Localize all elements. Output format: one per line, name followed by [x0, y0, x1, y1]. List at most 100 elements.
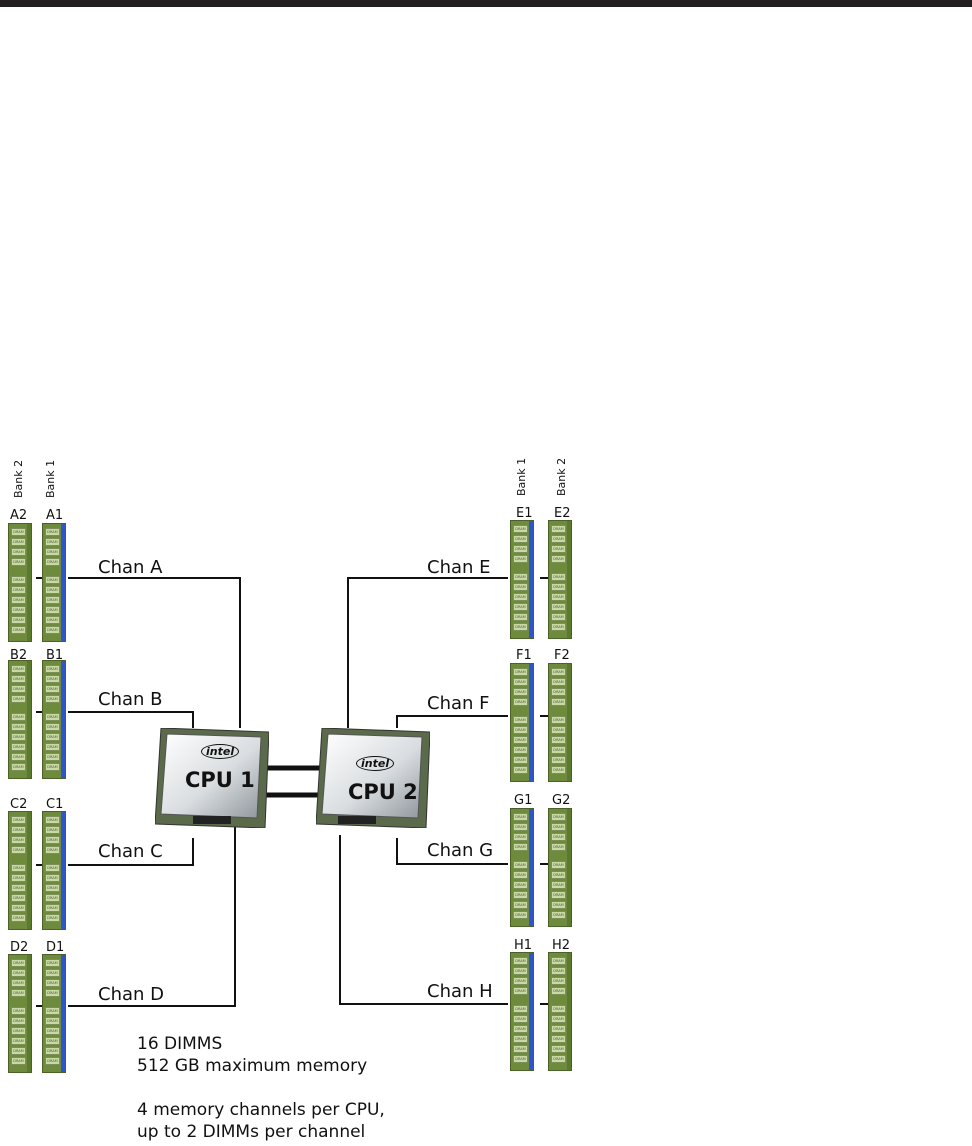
- dram-chip: DRAM: [11, 969, 26, 977]
- bank-label-left-1: Bank 1: [44, 459, 57, 498]
- dram-chip: DRAM: [11, 616, 26, 624]
- dram-chip: DRAM: [513, 881, 528, 889]
- dram-chip: DRAM: [11, 1037, 26, 1045]
- dram-chip: DRAM: [45, 864, 60, 872]
- channel-label-d: Chan D: [98, 984, 164, 1005]
- dram-chip: DRAM: [513, 746, 528, 754]
- dram-chip: DRAM: [513, 525, 528, 533]
- bank-label-right-1: Bank 1: [515, 457, 528, 496]
- dram-chip: DRAM: [11, 1007, 26, 1015]
- dram-chip: DRAM: [11, 864, 26, 872]
- dram-chip: DRAM: [11, 1017, 26, 1025]
- cpu-1: intel CPU 1: [155, 728, 269, 828]
- dram-chip: DRAM: [11, 713, 26, 721]
- dimm-edge: [61, 661, 65, 778]
- bank-label-right-2: Bank 2: [555, 457, 568, 496]
- dram-chip: DRAM: [45, 558, 60, 566]
- slot-label: A1: [46, 508, 64, 523]
- dram-chip: DRAM: [551, 603, 566, 611]
- dram-chip: DRAM: [45, 989, 60, 997]
- dimm-edge: [27, 812, 31, 929]
- dram-chip: DRAM: [551, 1035, 566, 1043]
- dram-chip: DRAM: [551, 813, 566, 821]
- dram-chip: DRAM: [11, 606, 26, 614]
- dram-chip: DRAM: [45, 528, 60, 536]
- dram-chip: DRAM: [11, 723, 26, 731]
- channel-label-c: Chan C: [98, 841, 163, 862]
- dram-chip: DRAM: [45, 665, 60, 673]
- dimm-edge: [61, 955, 65, 1072]
- dimm-edge: [529, 953, 533, 1070]
- dram-chip: DRAM: [11, 884, 26, 892]
- dram-chip: DRAM: [551, 861, 566, 869]
- dram-chip: DRAM: [513, 967, 528, 975]
- dram-chip: DRAM: [551, 678, 566, 686]
- intel-logo: intel: [201, 744, 240, 759]
- wire-chan-e: [347, 577, 508, 728]
- dram-chip: DRAM: [551, 833, 566, 841]
- dram-chip: DRAM: [551, 726, 566, 734]
- dram-chip: DRAM: [551, 756, 566, 764]
- dimm-edge: [27, 661, 31, 778]
- dram-chip: DRAM: [513, 573, 528, 581]
- dram-chip: DRAM: [551, 871, 566, 879]
- dimm-edge: [567, 521, 571, 638]
- dram-chip: DRAM: [45, 836, 60, 844]
- dram-chip: DRAM: [45, 576, 60, 584]
- dram-chip: DRAM: [551, 736, 566, 744]
- dram-chip: DRAM: [45, 548, 60, 556]
- slot-label: B2: [10, 648, 28, 663]
- dram-chip: DRAM: [513, 1015, 528, 1023]
- dram-chip: DRAM: [551, 613, 566, 621]
- dram-chip: DRAM: [513, 603, 528, 611]
- slot-label: F2: [554, 648, 570, 663]
- wire-chan-f: [396, 715, 508, 728]
- wire-chan-g: [396, 838, 508, 865]
- dram-chip: DRAM: [513, 1035, 528, 1043]
- dram-chip: DRAM: [11, 826, 26, 834]
- wire-chan-d: [68, 805, 236, 1007]
- dram-chip: DRAM: [513, 861, 528, 869]
- dram-chip: DRAM: [45, 713, 60, 721]
- dram-chip: DRAM: [551, 573, 566, 581]
- dram-chip: DRAM: [513, 668, 528, 676]
- dram-chip: DRAM: [45, 1027, 60, 1035]
- slot-label: H1: [514, 938, 533, 953]
- dram-chip: DRAM: [45, 743, 60, 751]
- dram-chip: DRAM: [551, 716, 566, 724]
- dram-chip: DRAM: [513, 823, 528, 831]
- dimm-edge: [567, 664, 571, 781]
- note-channels: 4 memory channels per CPU,: [137, 1100, 385, 1120]
- dram-chip: DRAM: [45, 596, 60, 604]
- dimm-edge: [61, 524, 65, 641]
- slot-label: E1: [516, 506, 533, 521]
- slot-label: H2: [552, 938, 571, 953]
- dram-chip: DRAM: [513, 756, 528, 764]
- dram-chip: DRAM: [45, 1047, 60, 1055]
- dram-chip: DRAM: [513, 535, 528, 543]
- dram-chip: DRAM: [45, 753, 60, 761]
- dram-chip: DRAM: [45, 675, 60, 683]
- dram-chip: DRAM: [551, 535, 566, 543]
- dram-chip: DRAM: [551, 891, 566, 899]
- dram-chip: DRAM: [551, 901, 566, 909]
- dram-chip: DRAM: [551, 593, 566, 601]
- dram-chip: DRAM: [45, 1007, 60, 1015]
- slot-label: E2: [554, 506, 571, 521]
- dram-chip: DRAM: [513, 911, 528, 919]
- dram-chip: DRAM: [513, 726, 528, 734]
- dram-chip: DRAM: [45, 723, 60, 731]
- dram-chip: DRAM: [551, 1055, 566, 1063]
- dram-chip: DRAM: [551, 583, 566, 591]
- dimm-edge: [529, 664, 533, 781]
- dram-chip: DRAM: [11, 816, 26, 824]
- dram-chip: DRAM: [513, 583, 528, 591]
- slot-label: G2: [552, 793, 571, 808]
